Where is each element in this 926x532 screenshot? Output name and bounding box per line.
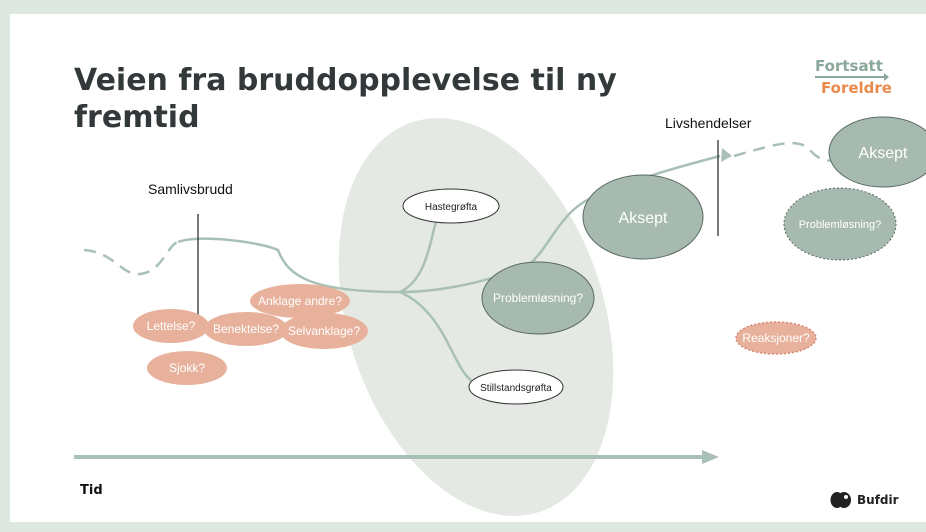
reaction-label-blame-others: Anklage andre? [258, 294, 342, 308]
logo-arrow [815, 73, 889, 81]
reaction-label-shock: Sjokk? [169, 361, 205, 375]
acceptance-bubble [582, 174, 704, 260]
path-dashed-start [83, 240, 179, 276]
urgent-ditch-node [402, 188, 500, 224]
life-events-label: Livshendelser [665, 115, 752, 131]
reaction-bubble-reactions [735, 321, 817, 355]
slide: Veien fra bruddopplevelse til ny fremtid… [10, 14, 926, 522]
time-axis-arrowhead [702, 450, 719, 464]
reaction-bubble-relief [133, 309, 209, 343]
reaction-label-reactions: Reaksjoner? [742, 331, 810, 345]
fortsatt-foreldre-logo: Fortsatt Foreldre [815, 57, 892, 97]
reaction-bubble-shock [147, 351, 227, 385]
problem-solving-bubble [481, 261, 595, 335]
reaction-label-self-blame: Selvanklage? [288, 324, 360, 338]
path-main-arrowhead [721, 148, 732, 162]
standstill-ditch-node [468, 369, 564, 405]
problem-solving-label: Problemløsning? [493, 291, 583, 305]
transition-ellipse [338, 118, 614, 516]
breakup-label: Samlivsbrudd [148, 181, 233, 197]
reaction-bubble-self-blame [280, 313, 368, 349]
path-dashed-end [733, 141, 845, 162]
logo-text-bottom: Foreldre [821, 79, 892, 97]
problem-solving-2-label: Problemløsning? [799, 219, 882, 231]
bufdir-logo: Bufdir [830, 491, 899, 509]
acceptance-label: Aksept [619, 210, 668, 227]
logo-text-top: Fortsatt [815, 57, 883, 75]
standstill-ditch-label: Stillstandsgrøfta [480, 383, 552, 394]
reaction-bubble-blame-others [250, 284, 350, 318]
bufdir-wordmark: Bufdir [857, 493, 899, 507]
urgent-ditch-label: Hastegrøfta [425, 202, 478, 213]
acceptance-2-bubble [828, 116, 926, 188]
problem-solving-2-bubble [783, 187, 897, 261]
time-axis-label: Tid [80, 483, 103, 498]
reaction-bubble-denial [204, 312, 288, 346]
journey-diagram: Samlivsbrudd Livshendelser Lettelse? Ben… [74, 115, 926, 516]
bufdir-icon [830, 492, 851, 508]
acceptance-2-label: Aksept [859, 145, 908, 162]
slide-title: Veien fra bruddopplevelse til ny fremtid [74, 63, 617, 135]
reaction-label-denial: Benektelse? [213, 322, 279, 336]
reaction-label-relief: Lettelse? [147, 319, 196, 333]
